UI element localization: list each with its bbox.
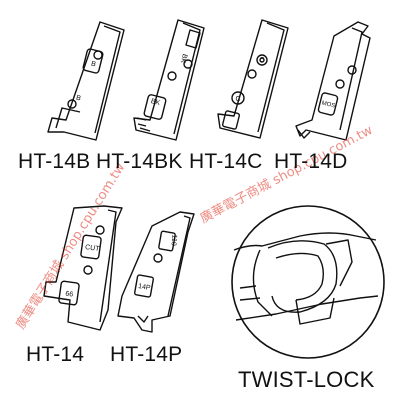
label-ht14b: HT-14B <box>18 150 91 173</box>
ht14p-blade <box>117 211 195 333</box>
label-ht14p: HT-14P <box>110 343 183 366</box>
label-ht14c: HT-14C <box>189 150 263 173</box>
ht14-num-mark: 66 <box>65 291 74 299</box>
ht14bk-blade <box>133 19 205 141</box>
ht14bk-mark-top: BK <box>179 53 188 64</box>
label-ht14: HT-14 <box>26 343 85 366</box>
ht14b-mark-bottom: B <box>75 95 82 103</box>
ht14b-blade <box>47 21 125 141</box>
ht14d-blade <box>295 21 371 141</box>
twist-lock-detail <box>231 205 385 359</box>
ht14b-mark-top: B <box>90 61 97 69</box>
ht14-cut-mark: CUT <box>85 244 101 253</box>
label-twist-lock: TWIST-LOCK <box>238 367 375 392</box>
ht14bk-mark-bottom: BK <box>150 98 161 107</box>
ht14-blade <box>43 205 123 331</box>
ht14d-mark: MOS <box>321 100 336 109</box>
label-ht14bk: HT-14BK <box>96 150 183 173</box>
ht14c-blade <box>217 19 289 139</box>
label-ht14d: HT-14D <box>274 150 348 173</box>
ht14p-mark-top: 110 <box>169 234 177 246</box>
ht14p-mark-bottom: 14P <box>138 283 152 292</box>
ht14c-mark-bottom: C <box>235 96 240 103</box>
ht14c-mark-top: C <box>259 57 264 64</box>
